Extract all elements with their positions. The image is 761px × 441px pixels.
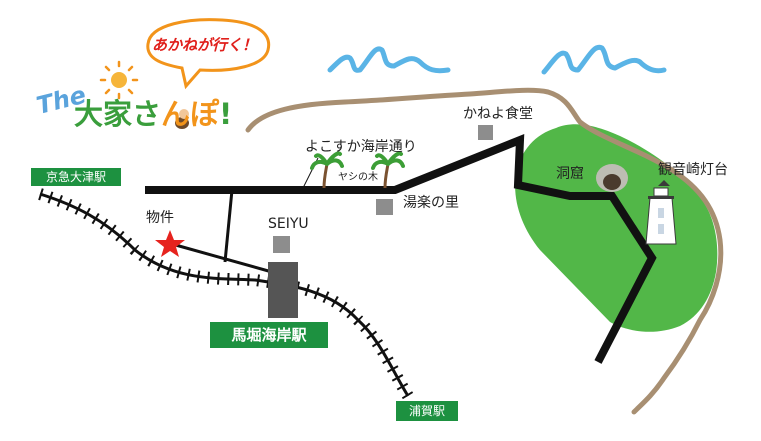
lighthouse-icon	[645, 180, 677, 245]
railway-line	[39, 192, 410, 397]
building-icon	[376, 199, 393, 215]
palm-tree-icon	[371, 151, 405, 189]
lighthouse-label: 観音崎灯台	[658, 162, 728, 178]
logo-title-part2: んぽ	[161, 97, 220, 131]
palm-tree-label: ヤシの木	[338, 172, 378, 183]
cave-label: 洞窟	[556, 166, 584, 182]
logo-bubble-text: あかねが行く！	[152, 36, 258, 54]
road-label-yokosuka-kaigan: よこすか海岸通り	[305, 139, 417, 155]
mascot-icon	[175, 109, 189, 129]
logo-title-part3: !	[219, 97, 233, 131]
kaneyo-shokudo-label: かねよ食堂	[463, 106, 533, 122]
yokosuka-kaigan-road	[145, 133, 657, 364]
building-icon	[273, 236, 290, 253]
station-sign-keikyu-otsu: 京急大津駅	[31, 168, 121, 186]
kannonzaki-park-area	[515, 124, 718, 332]
logo-speech-bubble	[146, 18, 271, 90]
station-sign-uraga: 浦賀駅	[396, 401, 458, 421]
yurakunosato-label: 湯楽の里	[403, 195, 459, 211]
sun-icon	[99, 60, 139, 100]
property-label: 物件	[146, 210, 174, 226]
coastline	[245, 87, 724, 415]
wave-icon	[327, 46, 451, 74]
logo-title: 大家さんぽ!	[74, 100, 232, 129]
palm-tree-icon	[310, 151, 344, 189]
wave-icon	[541, 44, 667, 75]
logo-title-part1: 大家さ	[74, 97, 162, 131]
station-sign-maborikaigan: 馬堀海岸駅	[210, 322, 328, 348]
star-marker-icon	[155, 230, 185, 257]
railway-ties	[38, 188, 414, 400]
maborikaigan-station-platform	[268, 262, 298, 318]
station-access-road	[223, 189, 234, 263]
cave-icon	[596, 164, 628, 192]
property-access-road	[171, 242, 273, 274]
seiyu-label: SEIYU	[268, 216, 309, 232]
building-icon	[478, 125, 493, 140]
